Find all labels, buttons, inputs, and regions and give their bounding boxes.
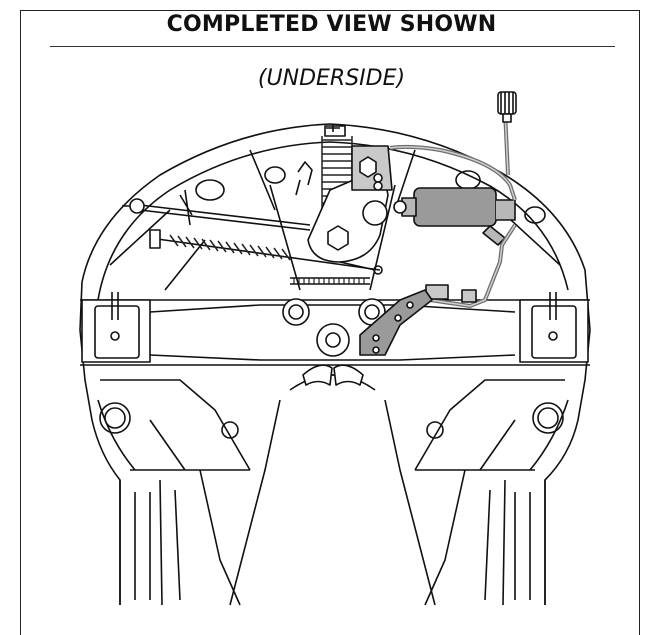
release-handle-ring [129,198,145,214]
pivot-boss-left [282,298,310,326]
center-beam [80,299,590,366]
diagram-subtitle: (UNDERSIDE) [257,66,406,91]
throat-opening [229,399,436,606]
lower-left-boss [104,407,126,429]
jaw-left [302,364,333,386]
right-leg-inner [484,489,531,601]
upper-ribs [109,149,561,291]
lock-lever-hex [327,225,349,251]
right-mount-bracket [519,299,589,363]
left-mount-bracket [81,299,151,363]
plate-outline [79,123,591,605]
diagram-title: COMPLETED VIEW SHOWN [166,12,497,37]
lower-right-boss [537,407,559,429]
kingpin-center [316,323,350,357]
release-handle-rod [139,204,311,231]
lower-ribs [100,379,565,471]
jaw-right [333,364,364,386]
main-coil-spring [169,234,291,261]
diagram-frame [20,10,640,635]
left-leg-inner [134,489,181,601]
plate-inner-rim [97,141,569,301]
spring-rod [149,237,381,271]
serrated-bar [290,277,370,285]
air-cylinder [393,187,516,246]
plate-inner-rim-lower [97,399,569,471]
title-underline [50,46,615,47]
center-beam-inner [149,304,516,361]
